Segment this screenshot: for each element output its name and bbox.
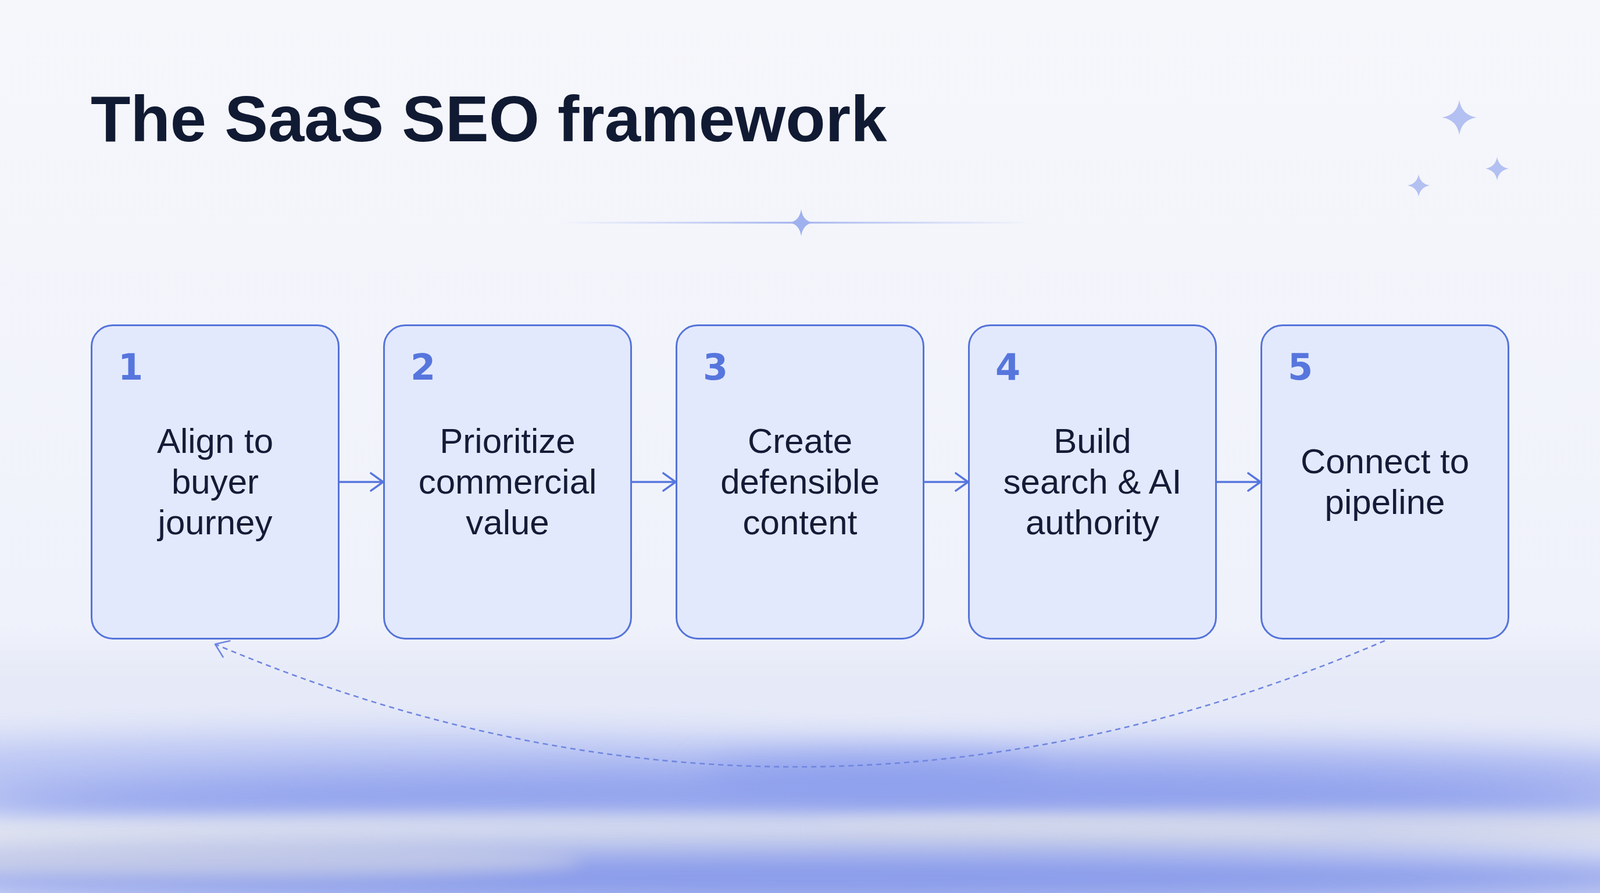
label-wrap: Create defensible content <box>677 326 923 638</box>
arrow-head <box>215 640 230 657</box>
flow-arrow <box>924 473 969 491</box>
arrow-head <box>663 473 676 491</box>
step-label: Create defensible content <box>707 420 893 544</box>
cloud-bands <box>0 651 1600 893</box>
sparkles <box>1407 100 1509 197</box>
step-number: 4 <box>995 345 1021 389</box>
flow-arrow <box>1216 473 1261 491</box>
divider-line <box>559 209 1033 237</box>
arrow-head <box>1248 473 1261 491</box>
connector-line <box>631 480 676 484</box>
arrow-head <box>955 473 969 491</box>
process-box: 1Align to buyer journey <box>90 324 340 640</box>
label-wrap: Align to buyer journey <box>92 326 338 638</box>
process-box: 4Build search & AI authority <box>968 324 1217 640</box>
flow-arrow <box>339 473 384 491</box>
step-label: Build search & AI authority <box>1000 420 1185 544</box>
process-box: 3Create defensible content <box>675 324 925 640</box>
connector-line <box>215 640 1385 767</box>
flow-arrow <box>215 640 1385 767</box>
step-number: 3 <box>702 345 728 389</box>
step-number: 5 <box>1287 345 1313 389</box>
step-number: 2 <box>410 345 436 389</box>
step-label: Align to buyer journey <box>122 420 308 544</box>
label-wrap: Connect to pipeline <box>1262 326 1508 638</box>
step-number: 1 <box>118 345 144 389</box>
step-label: Prioritize commercial value <box>415 420 600 544</box>
process-box: 5Connect to pipeline <box>1260 324 1510 640</box>
label-wrap: Prioritize commercial value <box>384 326 631 638</box>
diagram-title: The SaaS SEO framework <box>90 81 887 157</box>
arrow-head <box>370 473 384 491</box>
connector-line <box>924 480 969 484</box>
step-label: Connect to pipeline <box>1292 441 1478 523</box>
flow-arrow <box>631 473 676 491</box>
connector-line <box>1216 480 1261 484</box>
connector-line <box>339 480 384 484</box>
process-box: 2Prioritize commercial value <box>383 324 632 640</box>
label-wrap: Build search & AI authority <box>969 326 1216 638</box>
